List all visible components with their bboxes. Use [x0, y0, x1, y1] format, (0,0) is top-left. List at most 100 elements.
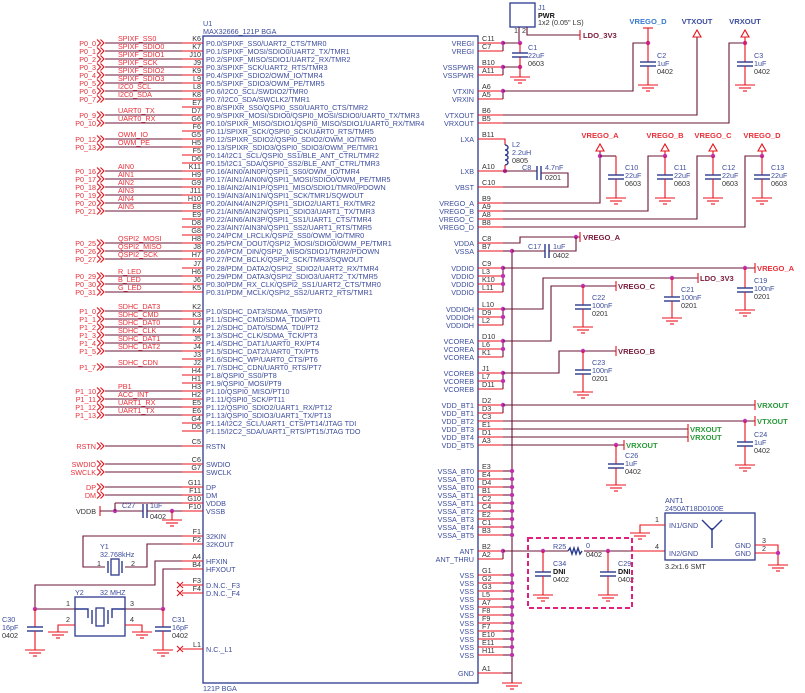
pin-number: E7 — [192, 98, 201, 107]
pin-function: VSSA_BT3 — [438, 515, 474, 524]
pin-function: DP — [206, 483, 216, 492]
pin-number: K4 — [192, 326, 201, 335]
pin-number: C8 — [482, 234, 491, 243]
net-label: SDHC_DAT0 — [118, 318, 160, 327]
port-icon — [96, 175, 105, 183]
pin-function: VREGO_A — [439, 199, 474, 208]
pin-number: A6 — [482, 82, 491, 91]
component-value: 100nF — [754, 284, 775, 293]
net-label: SPIXF_SDIO3 — [118, 74, 164, 83]
pin-function: VCOREA — [444, 345, 475, 354]
pin-function: VDD_BT1 — [442, 401, 474, 410]
pin-function: ANT — [460, 547, 475, 556]
component-ref: C24 — [754, 430, 767, 439]
pin-function: VSSA_BT1 — [438, 499, 474, 508]
port-label: P0_18 — [75, 183, 96, 192]
pin-number: C7 — [482, 42, 491, 51]
pin-number: D5 — [192, 422, 201, 431]
port-icon — [96, 39, 105, 47]
pin-number: A10 — [482, 162, 495, 171]
pin-function: VRXOUT — [444, 119, 475, 128]
component-value: 22uF — [528, 51, 545, 60]
port-icon — [96, 331, 105, 339]
component-ref: C3 — [754, 51, 763, 60]
pin-function: SWDIO — [206, 460, 231, 469]
pin-number: 1 — [66, 599, 70, 608]
pin-function: VREGI — [452, 39, 474, 48]
power-arrow-icon — [660, 142, 670, 152]
junction-dot — [509, 516, 515, 522]
pin-function: VSS — [460, 619, 475, 628]
power-arrow-icon — [740, 28, 750, 38]
pin-function: VSS — [460, 579, 475, 588]
component-ref: C12 — [722, 163, 735, 172]
pin-function: VSSPWR — [443, 71, 474, 80]
port-label: P0_6 — [79, 87, 96, 96]
wire — [125, 543, 182, 568]
junction-dot — [509, 508, 515, 514]
pin-function: P0.12/SPIXR_SDIO2/QSPI0_SDIO2/OWM_IO/TMR… — [206, 135, 376, 144]
pin-function: P0.13/SPIXR_SDIO3/QSPI0_SDIO3/OWM_PE/TMR… — [206, 143, 378, 152]
port-icon — [96, 347, 105, 355]
pin-number: A5 — [482, 90, 491, 99]
pin-number: B10 — [482, 58, 495, 67]
pin-number: L3 — [482, 267, 490, 276]
pin-function: HFXOUT — [206, 565, 236, 574]
crystal-icon — [75, 608, 89, 618]
pin-function: VSS — [460, 635, 475, 644]
component-ref: C1 — [528, 43, 537, 52]
component-package: 0603 — [528, 59, 544, 68]
net-label: OWM_PE — [118, 138, 150, 147]
net-label: VTXOUT — [757, 417, 788, 426]
port-icon — [96, 272, 105, 280]
net-label: B_LED — [118, 275, 141, 284]
net-label: SDHC_DAT2 — [118, 342, 160, 351]
junction-dot — [509, 492, 515, 498]
pin-function: SWCLK — [206, 468, 232, 477]
pin-function: GND — [458, 669, 474, 678]
pin-function: VCOREB — [444, 377, 475, 386]
inductor-icon — [504, 144, 509, 166]
junction-dot — [509, 580, 515, 586]
pin-number: 1 — [514, 26, 518, 35]
crystal-icon — [111, 608, 125, 618]
component-value: 22uF — [722, 171, 739, 180]
net-label: SDHC_CLK — [118, 326, 157, 335]
port-label: P0_26 — [75, 247, 96, 256]
net-label: QSPI2_MOSI — [118, 234, 162, 243]
component-ref: C29 — [618, 559, 631, 568]
pin-function: VSS — [460, 651, 475, 660]
net-label: VREGO_A — [583, 233, 621, 242]
port-icon — [96, 387, 105, 395]
pin-function: D.N.C._F4 — [206, 589, 240, 598]
port-icon — [96, 460, 105, 468]
pin-function: P0.8/SPIXR_SS0/QSPI0_SS0/UART0_CTS/TMR2 — [206, 103, 368, 112]
pin-number: A4 — [192, 552, 201, 561]
pin-function: P0.18/AIN2/AIN1P/QSPI1_MISO/SDIO1/TMR0/P… — [206, 183, 386, 192]
pin-function: P0.6/I2C0_SCL/SWDIO2/TMR0 — [206, 87, 308, 96]
pin-number: 3 — [130, 599, 134, 608]
pin-number: E5 — [192, 398, 201, 407]
crystal-icon — [110, 558, 120, 576]
pin-number: B7 — [482, 242, 491, 251]
component-value: 2450AT18D0100E — [665, 504, 724, 513]
component-package: 0201 — [754, 292, 770, 301]
pin-function: P0.3/SPIXF_SCK/UART2_RTS/TMR3 — [206, 63, 328, 72]
pin-function: P0.25/PCM_DOUT/QSPI2_MOSI/SDIO0/OWM_PE/T… — [206, 239, 392, 248]
pin-number: F3 — [193, 576, 201, 585]
pin-number: B1 — [482, 486, 491, 495]
component-ref: C34 — [553, 559, 566, 568]
port-label: P0_30 — [75, 280, 96, 289]
port-label: P0_13 — [75, 143, 96, 152]
junction-dot — [509, 484, 515, 490]
pin-function: VBST — [455, 183, 474, 192]
pin-number: 4 — [655, 542, 659, 551]
component-package: 0402 — [586, 550, 602, 559]
pin-number: A7 — [482, 598, 491, 607]
component-value: 1uF — [625, 459, 638, 468]
junction-dot — [509, 628, 515, 634]
pin-function: VSSA_BT5 — [438, 531, 474, 540]
pin-function: P0.28/PDM_DATA2/QSPI2_SDIO2/UART2_RX/TMR… — [206, 264, 379, 273]
pin-function: P0.5/SPIXF_SDIO3/OWM_PE/TMR5 — [206, 79, 325, 88]
pin-function: VDDB — [206, 499, 226, 508]
